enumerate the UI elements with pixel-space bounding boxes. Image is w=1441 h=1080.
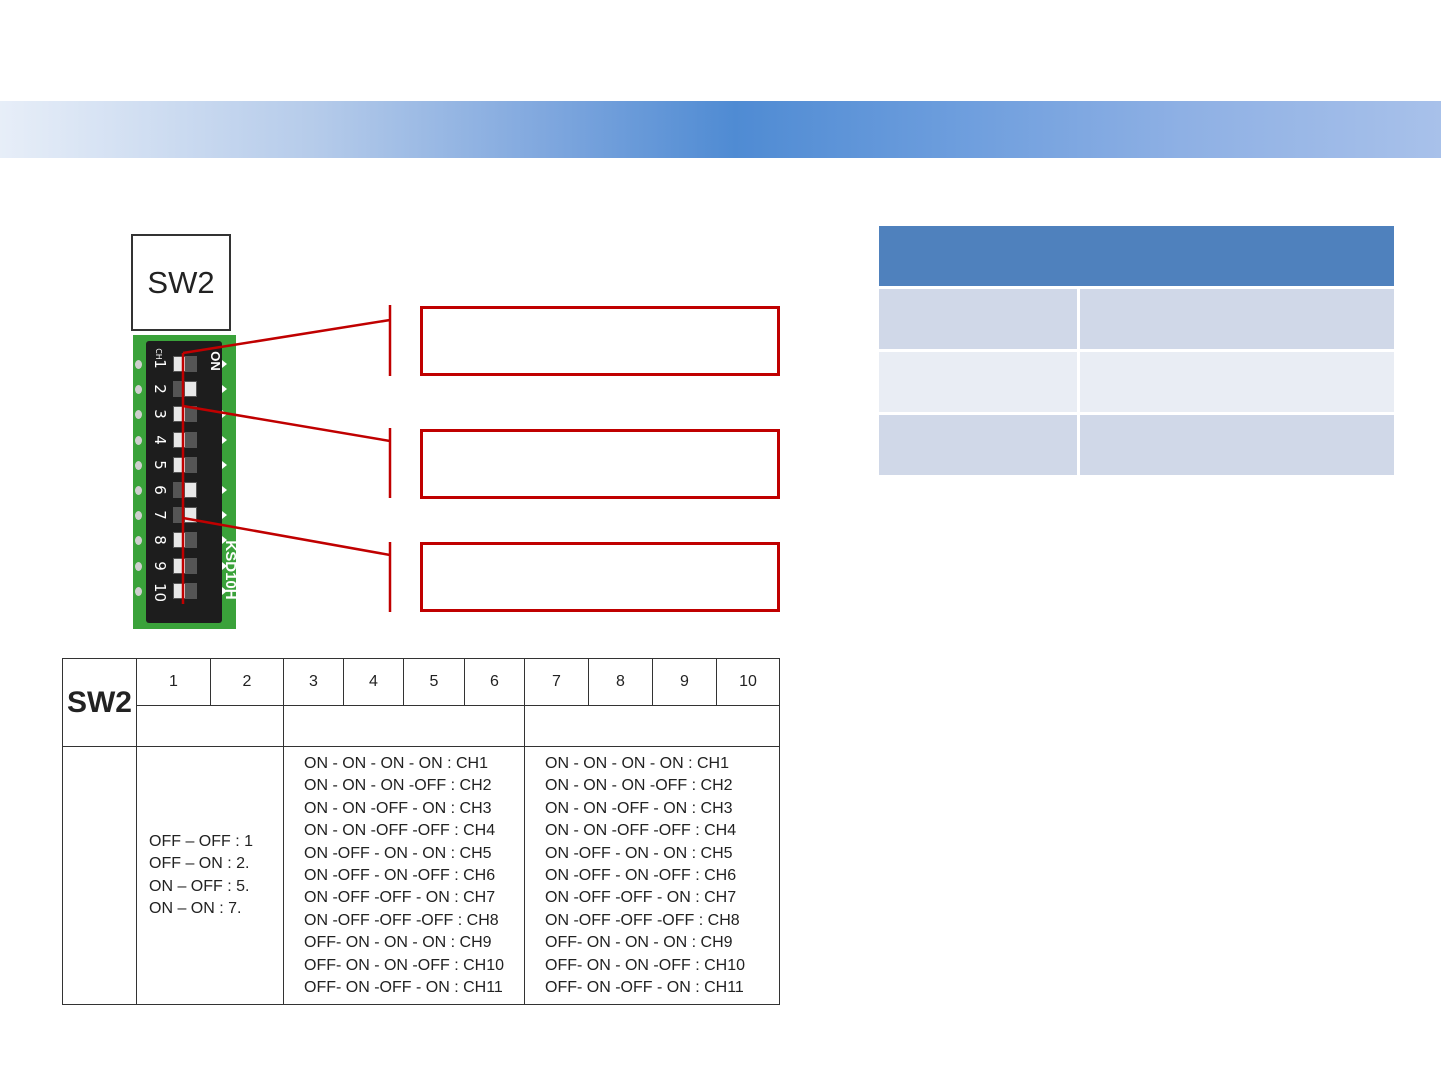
switch-number-8: 8 [588, 658, 653, 706]
info-table-header [879, 226, 1394, 286]
setting-line: ON -OFF - ON - ON : CH5 [545, 844, 733, 862]
switch-number-7: 7 [524, 658, 589, 706]
setting-line: ON - ON -OFF -OFF : CH4 [545, 822, 737, 840]
dip-switch-arrow-icon [222, 486, 227, 494]
solder-pin [135, 586, 142, 596]
solder-pin [135, 536, 142, 546]
group-3-settings: ON - ON - ON - ON : CH1 ON - ON - ON -OF… [524, 746, 780, 1005]
info-table-cell [879, 349, 1080, 412]
sw2-label-text: SW2 [147, 264, 215, 300]
setting-line: OFF- ON - ON -OFF : CH10 [304, 956, 504, 974]
dip-switch-arrow-icon [222, 360, 227, 368]
switch-number-6: 6 [464, 658, 525, 706]
switch-number-4: 4 [343, 658, 404, 706]
dip-switch-arrow-icon [222, 561, 227, 570]
solder-pin [135, 561, 142, 571]
callout-box-2 [420, 429, 780, 499]
dip-switch-arrow-icon [222, 586, 227, 595]
group-1-settings: OFF – OFF : 1 OFF – ON : 2. ON – OFF : 5… [136, 746, 284, 1005]
callout-box-3 [420, 542, 780, 612]
solder-pin [135, 460, 142, 470]
table-corner-label: SW2 [62, 658, 137, 747]
leader-line-3 [182, 516, 391, 557]
setting-line: ON -OFF - ON -OFF : CH6 [304, 867, 496, 885]
dip-switch-toggle-3[interactable] [174, 407, 185, 422]
setting-line: OFF – OFF : 1 [149, 832, 254, 850]
switch-number-1: 1 [136, 658, 211, 706]
setting-line: ON -OFF - ON -OFF : CH6 [545, 867, 737, 885]
solder-pin [135, 410, 142, 420]
sw2-settings-table: SW2 1 2 3 4 5 6 7 8 9 10 OFF – OFF : 1 O… [62, 658, 780, 1005]
solder-pin [135, 486, 142, 495]
info-table-cell [1080, 349, 1394, 412]
dip-switch-toggle-9[interactable] [174, 558, 185, 573]
switch-number-10: 10 [716, 658, 780, 706]
dip-switch-toggle-5[interactable] [174, 457, 185, 472]
group-header-1 [136, 705, 284, 747]
group-header-2 [283, 705, 525, 747]
setting-line: ON -OFF -OFF - ON : CH7 [545, 889, 737, 907]
solder-pin [135, 360, 142, 369]
leader-line-2 [182, 404, 391, 443]
setting-line: ON - ON - ON - ON : CH1 [545, 755, 729, 772]
dip-switch-arrow-icon [222, 435, 227, 444]
setting-line: OFF- ON -OFF - ON : CH11 [545, 979, 744, 997]
setting-line: ON – ON : 7. [149, 899, 242, 917]
info-table-cell [879, 412, 1080, 475]
dip-switch-toggle-7[interactable] [185, 508, 196, 523]
setting-line: OFF- ON -OFF - ON : CH11 [304, 979, 503, 997]
setting-line: ON - ON -OFF - ON : CH3 [545, 799, 733, 817]
dip-switch-arrow-icon [222, 460, 227, 469]
setting-line: ON -OFF -OFF - ON : CH7 [304, 889, 496, 907]
solder-pin [135, 385, 142, 395]
setting-line: ON -OFF -OFF -OFF : CH8 [545, 911, 740, 929]
group-header-3 [524, 705, 780, 747]
setting-line: OFF- ON - ON - ON : CH9 [545, 934, 733, 952]
switch-number-3: 3 [283, 658, 344, 706]
row-label [62, 746, 137, 1005]
dip-switch-toggle-1[interactable] [174, 357, 185, 371]
setting-line: ON - ON - ON - ON : CH1 [304, 755, 488, 772]
setting-line: ON - ON - ON -OFF : CH2 [545, 777, 733, 795]
dip-switch-toggle-6[interactable] [185, 483, 196, 497]
group-2-settings: ON - ON - ON - ON : CH1 ON - ON - ON -OF… [283, 746, 525, 1005]
setting-line: OFF- ON - ON -OFF : CH10 [545, 956, 745, 974]
info-table-cell [879, 286, 1080, 349]
switch-number-2: 2 [210, 658, 284, 706]
dip-switch-arrow-icon [222, 536, 227, 545]
dip-switch-toggle-10[interactable] [174, 583, 185, 598]
dip-switch-arrow-icon [222, 410, 227, 419]
callout-box-1 [420, 306, 780, 376]
setting-line: ON -OFF -OFF -OFF : CH8 [304, 911, 499, 929]
dip-switch-toggle-8[interactable] [174, 533, 185, 548]
solder-pin [135, 435, 142, 445]
setting-line: ON - ON - ON -OFF : CH2 [304, 777, 492, 795]
info-table [879, 226, 1394, 475]
setting-line: ON - ON -OFF -OFF : CH4 [304, 822, 496, 840]
leader-line-1 [182, 318, 391, 355]
setting-line: ON -OFF - ON - ON : CH5 [304, 844, 492, 862]
dip-switch-arrow-icon [222, 511, 227, 520]
solder-pin [135, 511, 142, 521]
info-table-cell [1080, 286, 1394, 349]
info-table-cell [1080, 412, 1394, 475]
switch-number-5: 5 [403, 658, 465, 706]
sw2-label-box: SW2 [131, 234, 231, 331]
dip-switch-toggle-4[interactable] [174, 432, 185, 447]
setting-line: OFF – ON : 2. [149, 855, 250, 873]
header-banner [0, 101, 1441, 158]
dip-switch-toggle-2[interactable] [185, 382, 196, 397]
setting-line: ON – OFF : 5. [149, 877, 250, 895]
setting-line: ON - ON -OFF - ON : CH3 [304, 799, 492, 817]
setting-line: OFF- ON - ON - ON : CH9 [304, 934, 492, 952]
dip-switch-arrow-icon [222, 385, 227, 394]
switch-number-9: 9 [652, 658, 717, 706]
